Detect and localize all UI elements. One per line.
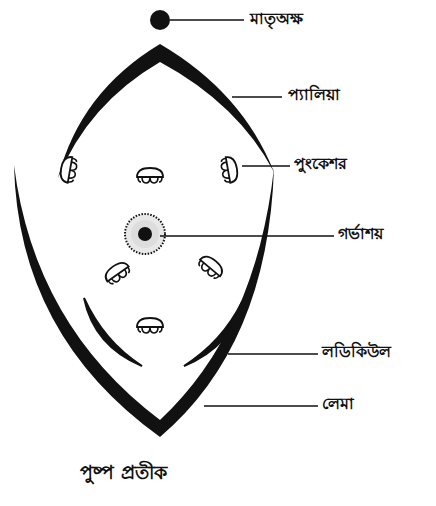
part-label: মাতৃঅক্ষ bbox=[250, 9, 303, 28]
stamen-symbol bbox=[137, 168, 163, 183]
leader-line bbox=[204, 405, 318, 407]
part-label: লেমা bbox=[322, 394, 354, 413]
stamen-symbol bbox=[137, 318, 163, 333]
part-label: পুংকেশর bbox=[294, 154, 347, 173]
stamen-symbol bbox=[196, 253, 226, 281]
lodicule-shape bbox=[184, 302, 242, 366]
leader-line bbox=[242, 165, 290, 167]
part-label: প্যালিয়া bbox=[288, 85, 340, 104]
ovary-symbol bbox=[131, 220, 159, 248]
leader-line bbox=[232, 96, 282, 98]
palea-shape bbox=[58, 44, 274, 178]
mother-axis-dot bbox=[150, 10, 170, 30]
leader-line bbox=[160, 235, 334, 237]
lemma-shape bbox=[14, 165, 274, 437]
lodicule-shape bbox=[84, 298, 142, 366]
figure-caption: পুষ্প প্রতীক bbox=[80, 458, 167, 490]
ovary-symbol bbox=[125, 214, 165, 254]
ovary-center bbox=[138, 227, 152, 241]
leader-line bbox=[170, 19, 244, 21]
leader-line bbox=[228, 353, 318, 355]
stamen-symbol bbox=[220, 156, 239, 184]
stamen-symbol bbox=[102, 259, 132, 286]
part-label: গর্ভাশয় bbox=[338, 224, 383, 243]
stamen-symbol bbox=[59, 156, 78, 184]
part-label: লডিকিউল bbox=[322, 342, 391, 361]
